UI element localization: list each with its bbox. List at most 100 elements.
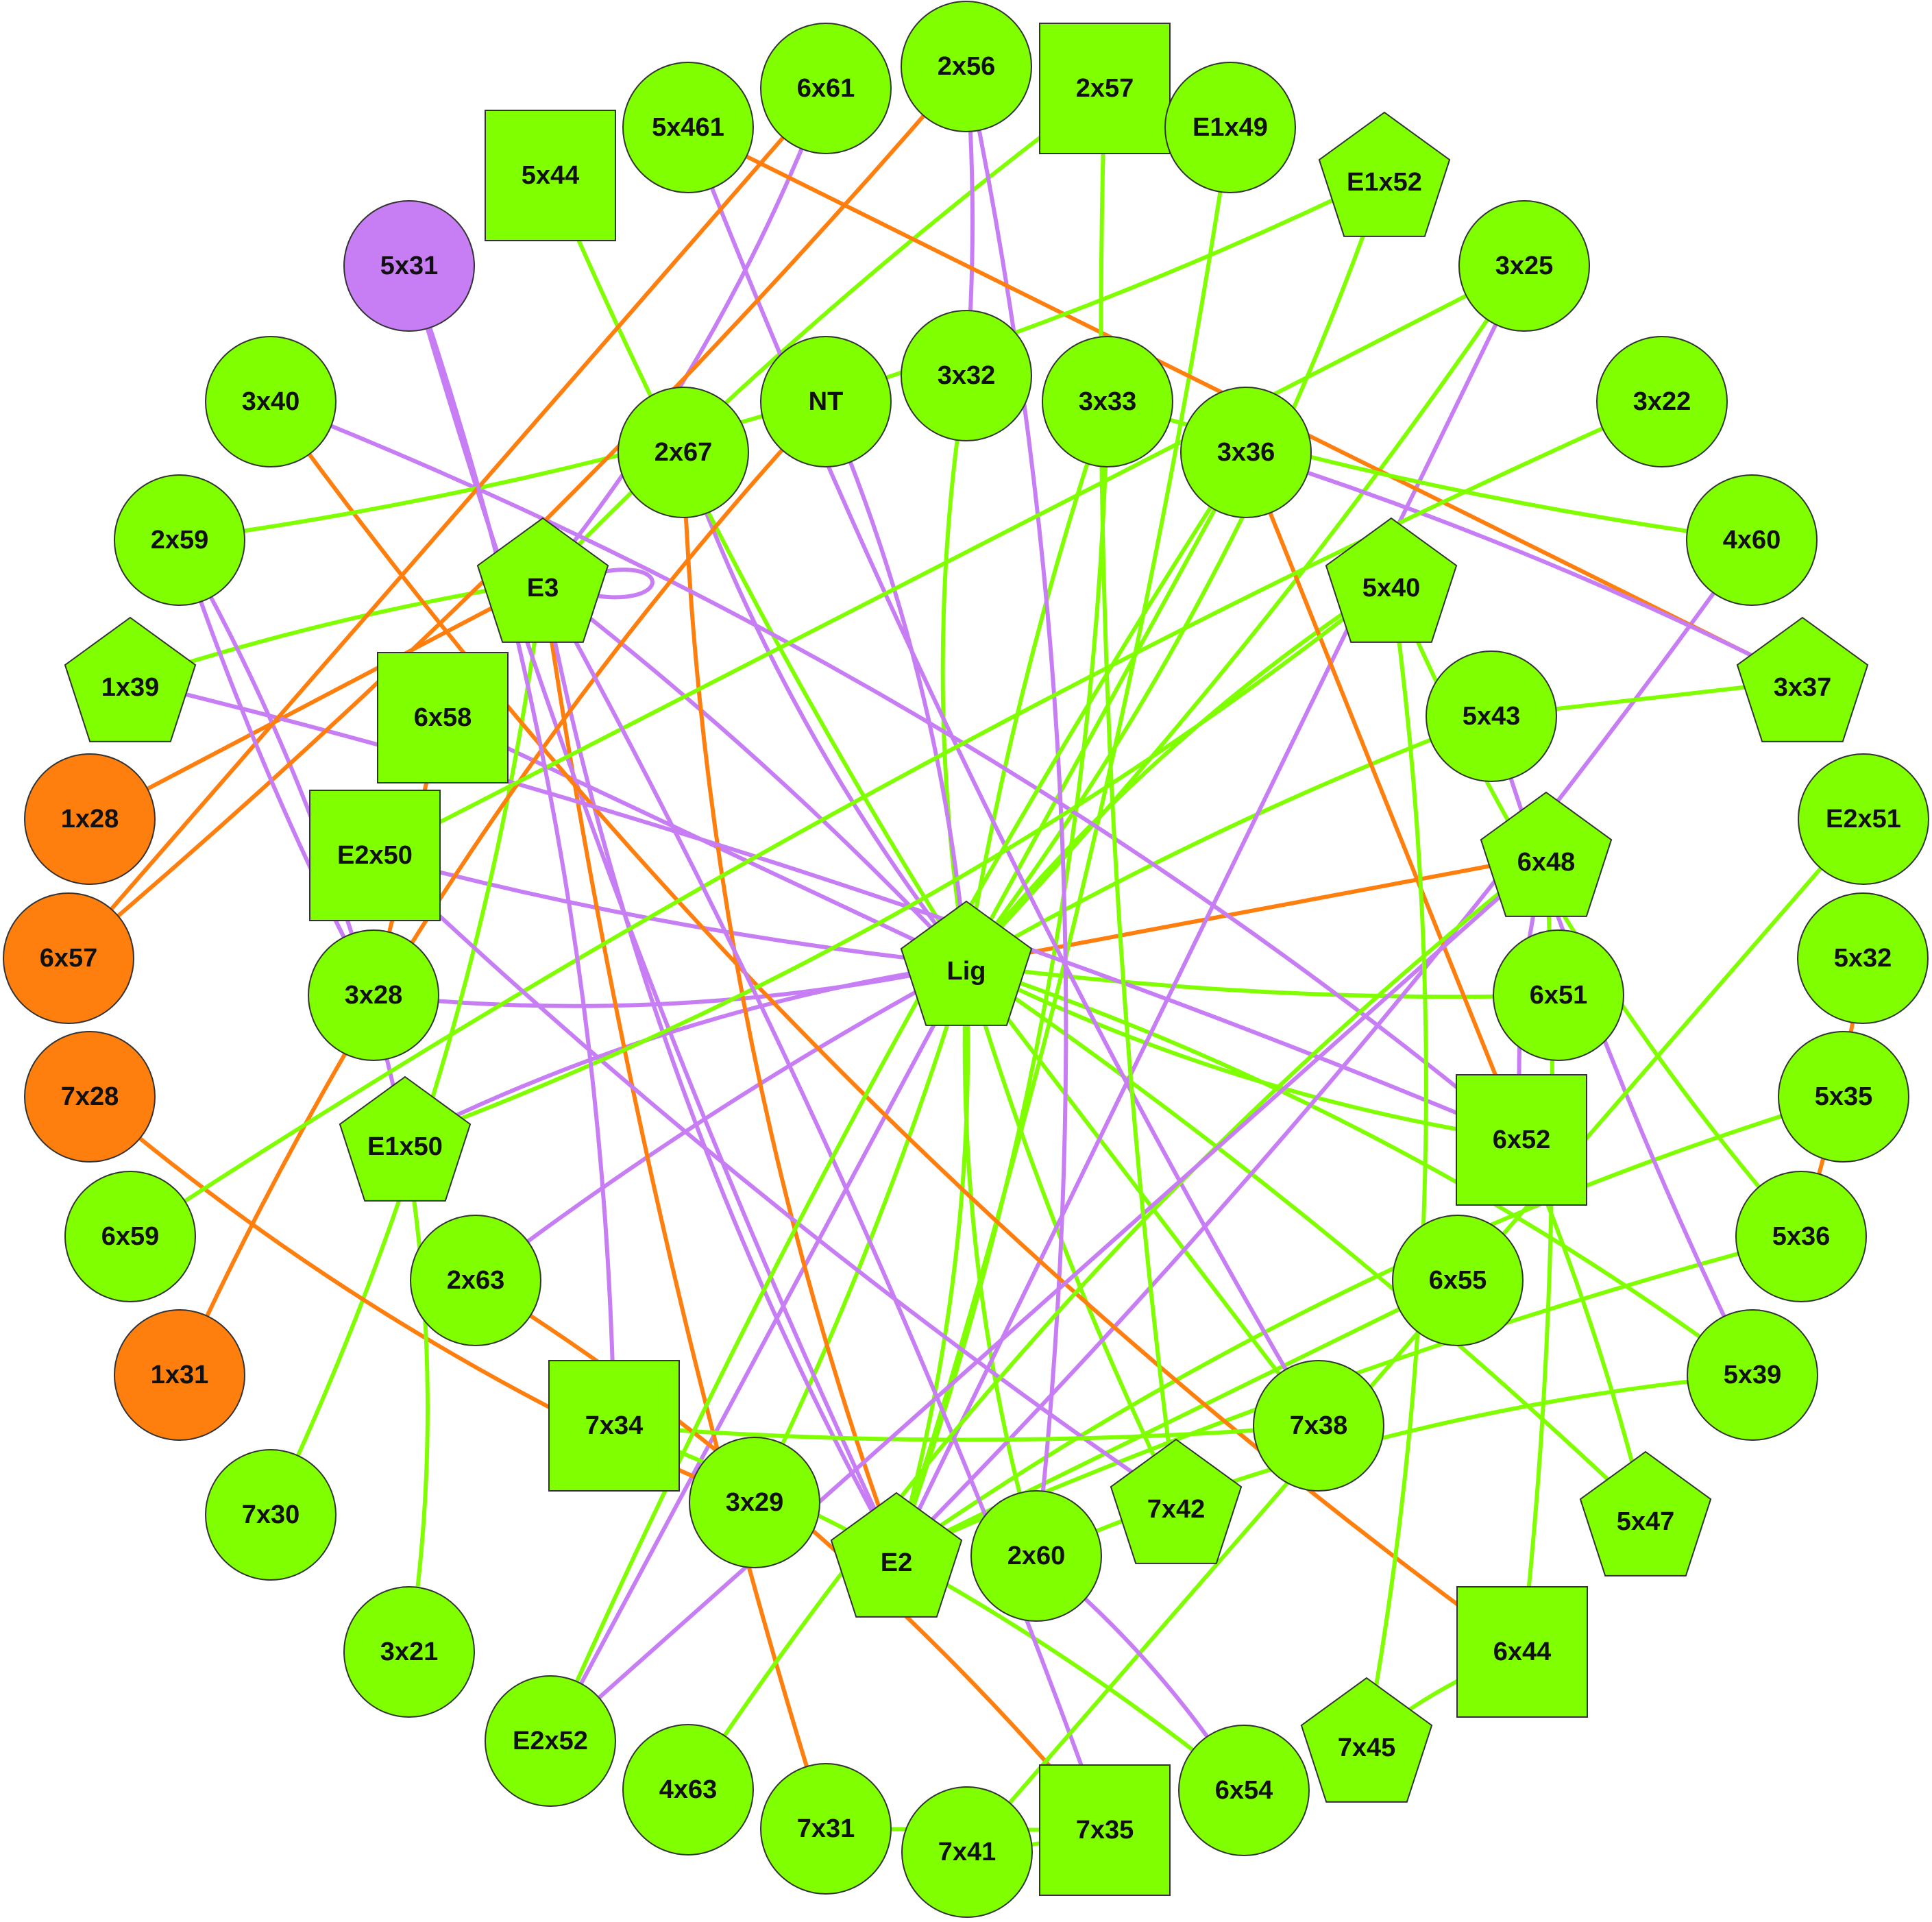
node-3x25[interactable]: 3x25 — [1458, 200, 1590, 332]
edge-Lig-E1x52 — [964, 173, 1386, 966]
node-3x32[interactable]: 3x32 — [901, 310, 1032, 441]
node-E2x52[interactable]: E2x52 — [485, 1675, 616, 1807]
node-6x61[interactable]: 6x61 — [760, 23, 892, 154]
node-6x54[interactable]: 6x54 — [1178, 1725, 1310, 1856]
node-3x37[interactable]: 3x37 — [1736, 616, 1869, 742]
node-3x33[interactable]: 3x33 — [1042, 336, 1173, 467]
node-5x40[interactable]: 5x40 — [1325, 517, 1458, 643]
node-5x39[interactable]: 5x39 — [1687, 1309, 1818, 1441]
node-3x21[interactable]: 3x21 — [343, 1586, 475, 1718]
node-3x36[interactable]: 3x36 — [1180, 387, 1312, 518]
edge-7x34-5x31 — [407, 264, 616, 1428]
node-circle-shape — [1797, 892, 1929, 1024]
node-2x67[interactable]: 2x67 — [617, 387, 749, 518]
node-label: 3x37 — [1774, 673, 1832, 702]
node-1x39[interactable]: 1x39 — [64, 616, 197, 742]
edge-Lig-2x67 — [681, 450, 968, 966]
node-E1x50[interactable]: E1x50 — [339, 1075, 472, 1202]
node-Lig[interactable]: Lig — [900, 900, 1033, 1026]
edge-E2-E1x49 — [894, 125, 1232, 1558]
node-circle-shape — [485, 1675, 616, 1807]
node-5x32[interactable]: 5x32 — [1797, 892, 1929, 1024]
node-3x40[interactable]: 3x40 — [205, 336, 337, 467]
node-4x60[interactable]: 4x60 — [1686, 474, 1818, 606]
edge-E2-3x25 — [894, 264, 1526, 1558]
node-circle-shape — [901, 1, 1032, 132]
node-E2x51[interactable]: E2x51 — [1798, 753, 1929, 885]
node-6x44[interactable]: 6x44 — [1456, 1586, 1588, 1718]
node-5x44[interactable]: 5x44 — [485, 110, 616, 241]
node-2x63[interactable]: 2x63 — [410, 1215, 541, 1346]
edge-E2-5x35 — [894, 1095, 1846, 1558]
node-label: 3x40 — [242, 387, 300, 416]
node-square-shape — [1456, 1586, 1588, 1718]
node-E2[interactable]: E2 — [830, 1492, 963, 1618]
node-3x29[interactable]: 3x29 — [689, 1437, 820, 1568]
edge-3x36-6x52 — [1244, 450, 1524, 1142]
node-2x56[interactable]: 2x56 — [901, 1, 1032, 132]
node-label: 5x32 — [1834, 944, 1892, 973]
node-7x41[interactable]: 7x41 — [901, 1786, 1033, 1918]
edge-Lig-5x39 — [964, 962, 1754, 1377]
node-3x28[interactable]: 3x28 — [308, 929, 439, 1061]
node-7x28[interactable]: 7x28 — [24, 1031, 156, 1163]
node-6x55[interactable]: 6x55 — [1392, 1215, 1524, 1346]
node-pentagon-shape — [1579, 1450, 1712, 1577]
node-5x36[interactable]: 5x36 — [1735, 1171, 1867, 1302]
node-label: 5x35 — [1815, 1082, 1873, 1111]
node-1x28[interactable]: 1x28 — [24, 753, 156, 885]
node-label: Lig — [947, 957, 986, 986]
node-label: 2x63 — [447, 1266, 505, 1295]
node-circle-shape — [1253, 1360, 1384, 1492]
node-label: 3x36 — [1217, 438, 1275, 467]
edge-E3-6x61 — [541, 86, 828, 583]
node-6x52[interactable]: 6x52 — [1456, 1074, 1587, 1206]
node-pentagon-shape — [64, 616, 197, 742]
node-circle-shape — [24, 1031, 156, 1163]
node-label: 1x31 — [151, 1361, 209, 1389]
node-5x43[interactable]: 5x43 — [1426, 650, 1557, 782]
node-7x45[interactable]: 7x45 — [1300, 1677, 1433, 1803]
node-label: 2x56 — [938, 52, 996, 81]
node-E1x52[interactable]: E1x52 — [1318, 111, 1451, 237]
node-NT[interactable]: NT — [760, 336, 892, 467]
node-7x42[interactable]: 7x42 — [1110, 1438, 1243, 1564]
edge-Lig-2x63 — [474, 962, 968, 1282]
edge-5x461-7x38 — [686, 125, 1321, 1428]
node-5x35[interactable]: 5x35 — [1778, 1031, 1909, 1163]
node-5x47[interactable]: 5x47 — [1579, 1450, 1712, 1577]
node-label: 3x28 — [345, 981, 403, 1010]
edge-E2x50-3x25 — [373, 264, 1526, 857]
node-circle-shape — [1426, 650, 1557, 782]
node-7x35[interactable]: 7x35 — [1039, 1764, 1171, 1896]
node-7x38[interactable]: 7x38 — [1253, 1360, 1384, 1492]
edge-E3-2x57 — [541, 86, 1107, 583]
node-6x59[interactable]: 6x59 — [64, 1171, 196, 1302]
node-2x60[interactable]: 2x60 — [970, 1490, 1102, 1622]
node-6x58[interactable]: 6x58 — [377, 652, 509, 783]
node-E2x50[interactable]: E2x50 — [309, 790, 441, 921]
node-label: 4x63 — [659, 1775, 718, 1804]
node-7x31[interactable]: 7x31 — [760, 1763, 892, 1895]
node-5x31[interactable]: 5x31 — [343, 200, 475, 332]
node-6x57[interactable]: 6x57 — [3, 892, 134, 1024]
node-7x34[interactable]: 7x34 — [548, 1360, 680, 1492]
node-E1x49[interactable]: E1x49 — [1164, 62, 1296, 193]
node-circle-shape — [617, 387, 749, 518]
node-2x59[interactable]: 2x59 — [114, 474, 245, 606]
node-6x51[interactable]: 6x51 — [1493, 929, 1624, 1061]
node-3x22[interactable]: 3x22 — [1596, 336, 1728, 467]
node-5x461[interactable]: 5x461 — [622, 62, 754, 193]
node-2x57[interactable]: 2x57 — [1039, 23, 1171, 154]
node-label: 7x31 — [797, 1814, 855, 1843]
node-7x30[interactable]: 7x30 — [205, 1449, 337, 1581]
edge-1x31-NT — [178, 400, 828, 1377]
node-4x63[interactable]: 4x63 — [622, 1724, 754, 1856]
node-pentagon-shape — [830, 1492, 963, 1618]
node-E3[interactable]: E3 — [476, 517, 609, 643]
node-6x48[interactable]: 6x48 — [1480, 791, 1613, 917]
node-1x31[interactable]: 1x31 — [114, 1309, 245, 1441]
node-label: 5x31 — [380, 252, 439, 280]
node-pentagon-shape — [1318, 111, 1451, 237]
